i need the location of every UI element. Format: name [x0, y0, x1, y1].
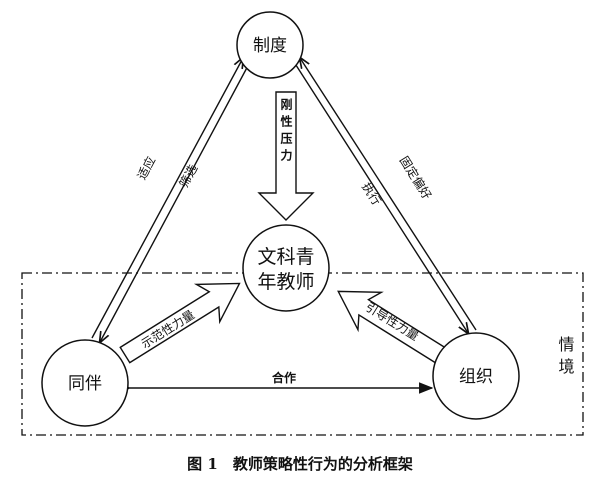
arrow-demonstrative-force: 示范性力量 — [119, 282, 241, 364]
figure-caption: 图 1 教师策略性行为的分析框架 — [187, 455, 413, 473]
node-institution: 制度 — [236, 11, 304, 79]
label-cooperation: 合作 — [272, 370, 296, 385]
svg-text:同伴: 同伴 — [68, 374, 102, 394]
label-fixed-preference: 固定偏好 — [397, 153, 435, 202]
label-rigid-pressure: 刚性压力 — [279, 98, 293, 166]
arrow-guiding-force — [337, 290, 446, 364]
label-adapt: 适应 — [134, 154, 159, 182]
label-execute: 执行 — [359, 180, 384, 208]
svg-text:制度: 制度 — [253, 36, 287, 56]
svg-text:组织: 组织 — [459, 367, 493, 387]
node-peers: 同伴 — [41, 339, 129, 427]
svg-text:文科青: 文科青 — [257, 246, 314, 268]
context-label: 情境 — [556, 336, 575, 380]
arrow-peers-to-institution — [91, 58, 243, 339]
label-demonstrative-force: 示范性力量 — [139, 308, 197, 352]
svg-text:年教师: 年教师 — [257, 271, 314, 293]
node-teacher: 文科青 年教师 — [242, 224, 330, 312]
arrow-institution-to-organization — [293, 61, 468, 333]
arrow-rigid-pressure — [257, 91, 315, 221]
node-organization: 组织 — [432, 332, 520, 420]
arrow-institution-to-peers — [100, 61, 251, 342]
arrow-organization-to-institution — [300, 58, 477, 331]
